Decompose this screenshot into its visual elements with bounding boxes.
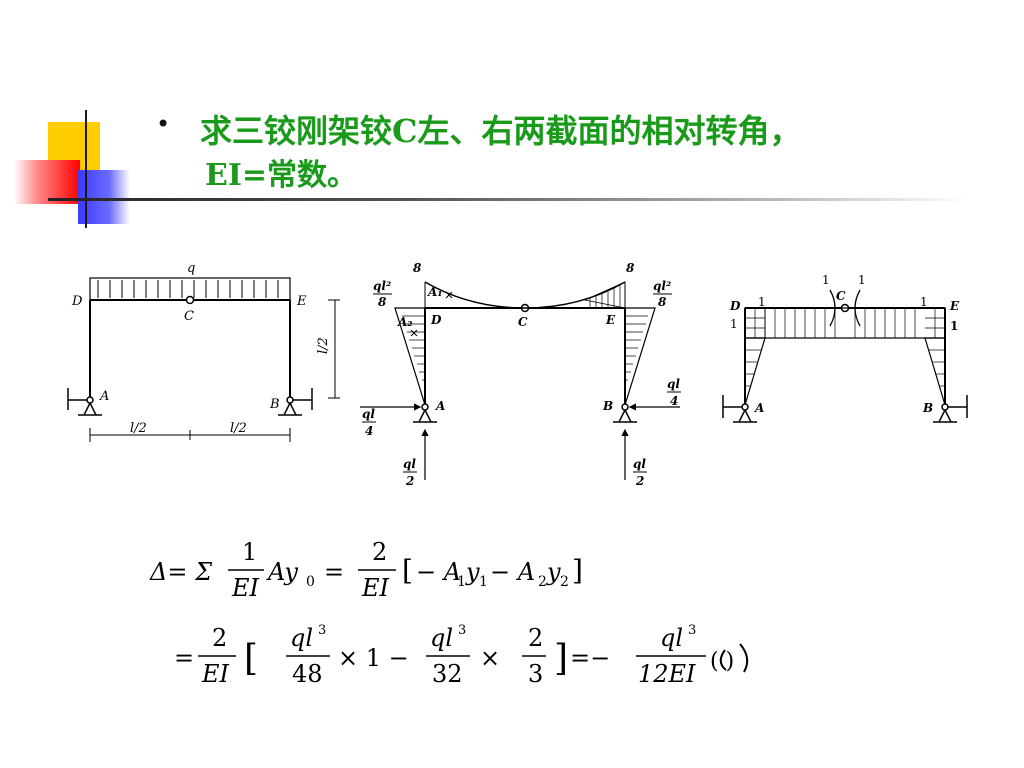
formula-den-three: 3	[528, 660, 543, 688]
formula-num-one: 1	[242, 538, 257, 566]
problem-title-line2: EI=常数。	[205, 158, 358, 193]
formula-sup3-c: 3	[688, 623, 696, 638]
fig2-react-right-h-den: 4	[670, 394, 678, 408]
fig1-node-e: E	[296, 294, 307, 309]
formula-den-ei-3: EI	[201, 660, 230, 688]
formula-delta-sum: Δ= Σ	[149, 558, 213, 586]
frame-diagrams: q D E C A B l/2 l/2 l/2	[67, 261, 968, 488]
fig2-react-right-v-den: 2	[635, 474, 644, 488]
fig1-height-label: l/2	[316, 337, 331, 354]
fig2-node-c: C	[518, 315, 528, 329]
formula-eq-2: =	[174, 644, 194, 672]
formula-den-12ei: 12EI	[638, 660, 696, 688]
formula-times: ×	[480, 644, 500, 672]
bullet-point: •	[156, 110, 171, 138]
formula-minus-a2: − A	[490, 558, 535, 586]
fig2-node-b: B	[602, 399, 613, 413]
formula-num-two-3: 2	[528, 624, 543, 652]
fig2-node-a: A	[435, 399, 445, 413]
fig3-node-b: B	[922, 401, 933, 415]
decor-horizontal-rule	[48, 198, 968, 201]
figure-moment-diagram-mp	[360, 281, 681, 480]
formula-sub2-a: 2	[538, 574, 547, 590]
fig2-left-moment-den: 8	[378, 295, 387, 309]
fig3-one-e-col: 1	[950, 319, 958, 333]
formula-ay: Ay	[266, 558, 298, 586]
solution-formula: Δ= Σ 1 EI Ay 0 = 2 EI [ − A 1 y 1 − A 2 …	[149, 538, 749, 688]
fig1-node-a: A	[99, 389, 109, 404]
formula-minus-a1: − A	[416, 558, 461, 586]
fig2-react-left-h-den: 4	[365, 424, 373, 438]
fig2-small-right: 8	[626, 261, 635, 275]
decor-red-square	[14, 160, 80, 204]
fig1-node-d: D	[71, 294, 83, 309]
formula-eq-minus: =−	[570, 644, 610, 672]
fig2-react-left-h-num: ql	[362, 407, 375, 421]
formula-den-32: 32	[432, 660, 463, 688]
fig2-right-moment-den: 8	[658, 295, 667, 309]
fig1-span-right: l/2	[230, 421, 247, 436]
formula-den-48: 48	[292, 660, 323, 688]
fig2-area-a2: A₂	[397, 315, 413, 329]
fig3-one-d: 1	[758, 295, 766, 309]
fig2-node-e: E	[605, 313, 616, 327]
fig3-node-d: D	[729, 299, 741, 313]
formula-ql3-a: ql	[290, 624, 313, 652]
fig2-react-left-v-num: ql	[403, 457, 416, 471]
fig2-left-moment-num: ql²	[373, 279, 391, 293]
fig2-area-a1: A₁	[427, 285, 443, 299]
formula-num-two-1: 2	[372, 538, 387, 566]
formula-y1: y	[465, 558, 480, 586]
fig3-node-c: C	[836, 289, 846, 303]
formula-y2: y	[546, 558, 561, 586]
formula-sup3-a: 3	[318, 623, 326, 638]
fig1-span-left: l/2	[130, 421, 147, 436]
fig1-node-c: C	[184, 309, 194, 324]
problem-title-line1: 求三铰刚架铰C左、右两截面的相对转角，	[200, 112, 802, 150]
formula-num-two-2: 2	[212, 624, 227, 652]
figure-frame-loading	[67, 277, 340, 442]
fig2-react-right-h-num: ql	[667, 377, 680, 391]
fig1-node-b: B	[269, 397, 280, 412]
fig3-one-e: 1	[920, 295, 928, 309]
formula-times-one: × 1 −	[338, 644, 409, 672]
formula-eq-1: =	[324, 558, 344, 586]
formula-den-ei-2: EI	[361, 574, 390, 602]
fig3-one-d-col: 1	[730, 317, 738, 331]
formula-bracket-open-2: [	[244, 638, 258, 679]
formula-sub2-y: 2	[560, 574, 569, 590]
formula-sup3-b: 3	[458, 623, 466, 638]
formula-den-ei-1: EI	[231, 574, 260, 602]
formula-sub0: 0	[306, 574, 315, 590]
fig2-node-d: D	[430, 313, 442, 327]
fig3-one-c-right: 1	[858, 273, 866, 287]
formula-ql3-b: ql	[430, 624, 453, 652]
formula-bracket-close-1: ]	[572, 554, 583, 587]
formula-sub1-a: 1	[457, 574, 466, 590]
formula-sub1-y: 1	[479, 574, 488, 590]
fig2-right-moment-num: ql²	[653, 279, 671, 293]
formula-bracket-close-2: ]	[554, 638, 568, 679]
fig3-node-a: A	[754, 401, 764, 415]
formula-bracket-open-1: [	[402, 554, 413, 587]
fig2-small-left: 8	[413, 261, 422, 275]
formula-ql3-c: ql	[660, 624, 683, 652]
fig2-react-left-v-den: 2	[405, 474, 414, 488]
fig1-load-label: q	[187, 261, 195, 276]
figure-unit-moment-diagram	[722, 289, 968, 423]
decor-vertical-line	[85, 110, 87, 228]
fig2-react-right-v-num: ql	[633, 457, 646, 471]
fig3-one-c-left: 1	[822, 273, 830, 287]
fig3-node-e: E	[949, 299, 960, 313]
